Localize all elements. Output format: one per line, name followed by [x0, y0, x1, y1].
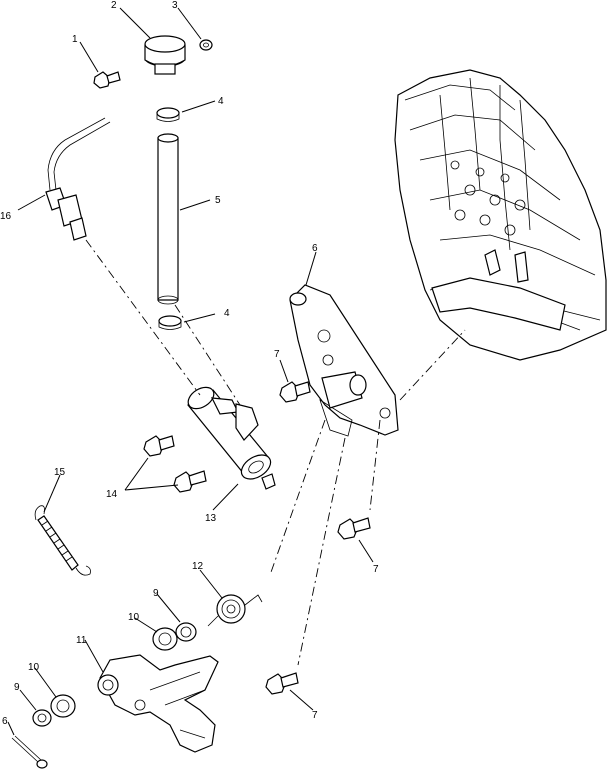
bolt-7-middle: [337, 517, 371, 540]
callout-10-lower: 10: [28, 662, 40, 673]
cotter-pin: [11, 735, 48, 769]
brake-line-16: [45, 117, 111, 241]
callout-7-lower: 7: [312, 710, 318, 721]
washer-3: [199, 39, 213, 51]
callout-9-upper: 9: [153, 588, 159, 599]
callout-11: 11: [76, 635, 87, 646]
assembly-lines: [85, 239, 466, 666]
callout-4-upper: 4: [218, 96, 224, 107]
master-cylinder-13: [187, 386, 276, 490]
callout-6-bracket: 6: [312, 243, 318, 254]
callout-2: 2: [111, 0, 117, 11]
washer-9-lower: [32, 709, 52, 727]
callout-1: 1: [72, 34, 78, 45]
washer-9-upper: [175, 622, 197, 642]
callout-12: 12: [192, 561, 204, 572]
hose-clamp-lower: [158, 315, 182, 330]
brake-lever-11: [97, 654, 219, 753]
callout-3: 3: [172, 0, 178, 11]
leader-lines: [7, 7, 374, 736]
screw-1: [93, 71, 121, 89]
callout-13: 13: [205, 513, 217, 524]
vehicle-frame: [394, 69, 607, 361]
spring-15: [34, 505, 91, 576]
callout-5: 5: [215, 195, 221, 206]
callout-9-lower: 9: [14, 682, 20, 693]
callout-15: 15: [54, 467, 66, 478]
bushing-10-upper: [152, 627, 178, 651]
bolt-7-upper: [279, 381, 311, 403]
bolt-7-lower: [265, 672, 299, 695]
callout-7-upper: 7: [274, 349, 280, 360]
torsion-spring-12: [207, 594, 263, 627]
bracket-6: [289, 284, 399, 437]
callout-4-lower: 4: [224, 308, 230, 319]
callout-7-middle: 7: [373, 564, 379, 575]
reservoir-cap: [144, 35, 186, 75]
bolt-14-lower: [173, 470, 207, 493]
bolt-14-upper: [143, 435, 175, 457]
callout-14: 14: [106, 489, 118, 500]
callout-labels: 2 3 1 4 5 4 16 6 7 7 7 15 14 13 12 9 10 …: [0, 0, 379, 727]
bushing-10-lower: [50, 694, 76, 718]
hose-5: [157, 133, 179, 305]
callout-6-pin: 6: [2, 716, 8, 727]
callout-10-upper: 10: [128, 612, 140, 623]
hose-clamp-upper: [156, 107, 180, 122]
callout-16: 16: [0, 211, 12, 222]
